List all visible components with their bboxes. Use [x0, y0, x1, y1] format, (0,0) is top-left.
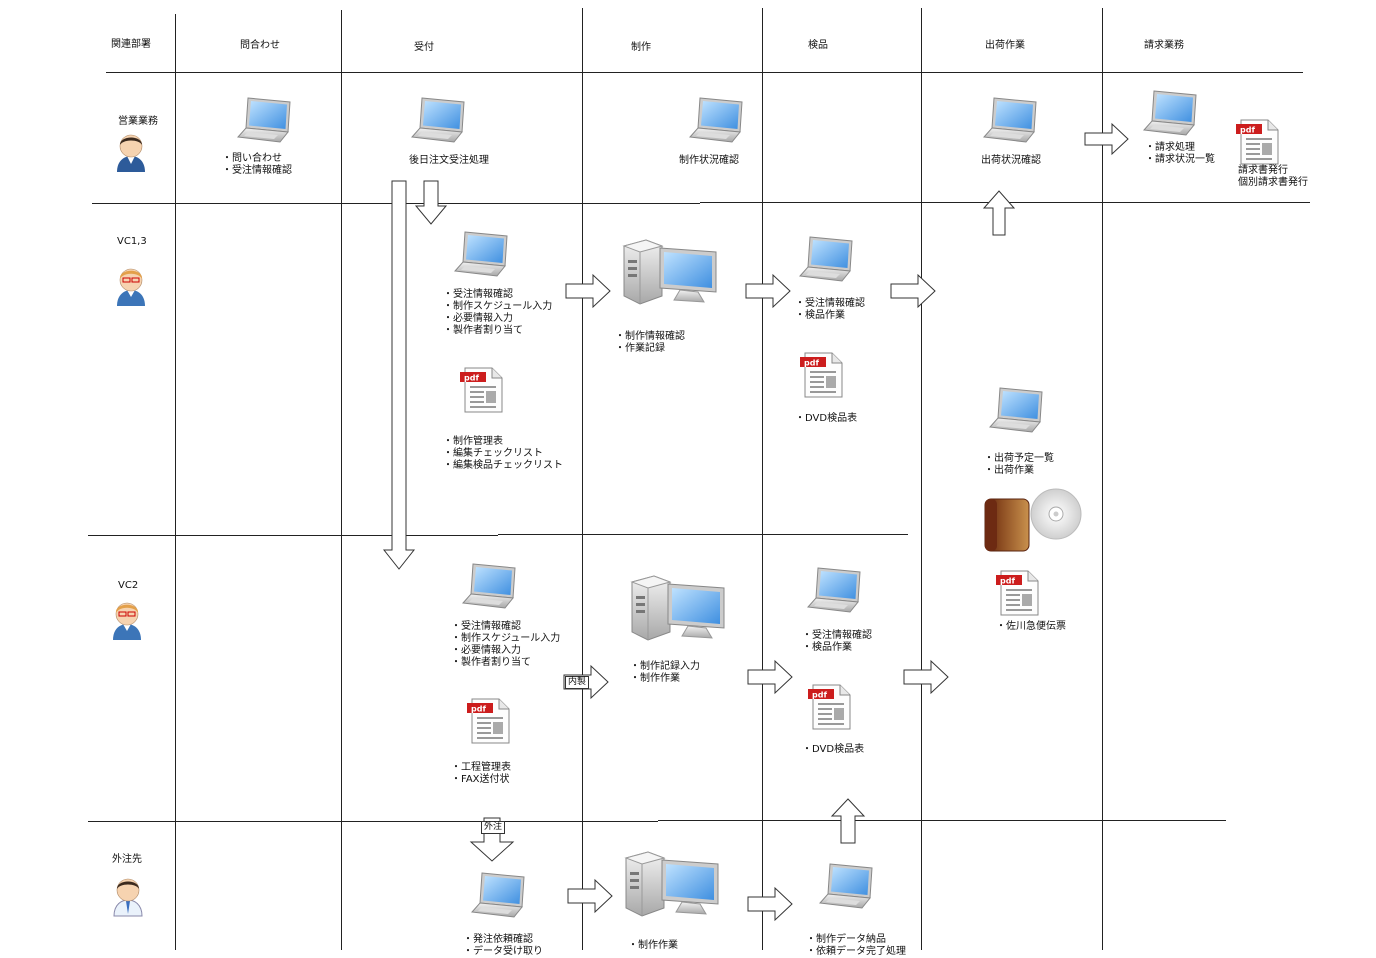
outsource-production-line-1: ・制作作業 [628, 940, 678, 951]
sales-inquiry-line-2: ・受注情報確認 [222, 165, 292, 176]
svg-text:pdf: pdf [812, 691, 827, 700]
inhouse-tag: 内製 [565, 676, 590, 689]
flow-arrow-icon [890, 273, 936, 309]
vc13-production-line-1: ・制作情報確認 [615, 331, 685, 342]
vc2-reception-line-1: ・受注情報確認 [451, 621, 521, 632]
vc2-production-line-2: ・制作作業 [630, 673, 680, 684]
vc13-production-line-2: ・作業記録 [615, 343, 665, 354]
flow-arrow-icon [745, 273, 791, 309]
vc13-reception-line-2: ・制作スケジュール入力 [443, 301, 553, 312]
svg-text:pdf: pdf [1240, 126, 1255, 135]
row-label-outsource: 外注先 [112, 854, 142, 865]
flow-arrow-icon [747, 886, 793, 922]
sales-reception-label: 後日注文受注処理 [409, 155, 489, 166]
sales-production-label: 制作状況確認 [679, 155, 739, 166]
column-header-inquiry: 問合わせ [240, 40, 280, 51]
vc2-reception-line-3: ・必要情報入力 [451, 645, 521, 656]
vc13-shipping-line-1: ・出荷予定一覧 [984, 453, 1054, 464]
vc13-reception-line-3: ・必要情報入力 [443, 313, 513, 324]
vc13-inspection-line-1: ・受注情報確認 [795, 298, 865, 309]
vc13-inspection-line-2: ・検品作業 [795, 310, 845, 321]
svg-text:pdf: pdf [1000, 577, 1015, 586]
vc2-reception-doc-line-2: ・FAX送付状 [451, 774, 510, 785]
vc2-inspection-doc: ・DVD検品表 [802, 744, 865, 755]
dvd-disc-icon [1030, 488, 1082, 540]
vc13-inspection-doc: ・DVD検品表 [795, 413, 858, 424]
column-header-shipping: 出荷作業 [985, 40, 1025, 51]
sales-billing-line-2: ・請求状況一覧 [1145, 154, 1215, 165]
row-label-vc13: VC1,3 [117, 236, 147, 247]
binder-icon [984, 498, 1030, 552]
svg-text:pdf: pdf [471, 705, 486, 714]
row-label-sales: 営業業務 [118, 116, 158, 127]
row-label-vc2: VC2 [118, 580, 139, 591]
vc13-reception-doc-line-3: ・編集検品チェックリスト [443, 460, 563, 471]
flow-arrow-icon [830, 798, 866, 844]
flow-arrow-icon [414, 180, 448, 225]
vc13-reception-doc-line-1: ・制作管理表 [443, 436, 503, 447]
flow-arrow-icon [567, 878, 613, 914]
sales-billing-doc-line-1: 請求書発行 [1238, 165, 1288, 176]
vc2-inspection-line-1: ・受注情報確認 [802, 630, 872, 641]
outsource-tag: 外注 [481, 821, 506, 834]
svg-text:pdf: pdf [804, 359, 819, 368]
svg-text:pdf: pdf [464, 374, 479, 383]
sales-billing-line-1: ・請求処理 [1145, 142, 1195, 153]
pdf-document-icon: pdf [467, 697, 511, 745]
column-header-production: 制作 [631, 42, 651, 53]
flow-arrow-icon [565, 273, 611, 309]
vc2-reception-line-2: ・制作スケジュール入力 [451, 633, 561, 644]
vc2-inspection-line-2: ・検品作業 [802, 642, 852, 653]
vc2-reception-line-4: ・製作者割り当て [451, 657, 531, 668]
column-header-billing: 請求業務 [1144, 40, 1184, 51]
vc13-shipping-line-2: ・出荷作業 [984, 465, 1034, 476]
column-header-reception: 受付 [414, 42, 434, 53]
vc13-reception-line-4: ・製作者割り当て [443, 325, 523, 336]
column-header-dept: 関連部署 [111, 39, 151, 50]
pdf-document-icon: pdf [1236, 118, 1280, 166]
flow-arrow-icon [982, 190, 1016, 236]
vc2-production-line-1: ・制作記録入力 [630, 661, 700, 672]
vc13-shipping-doc: ・佐川急便伝票 [996, 621, 1066, 632]
vc13-reception-line-1: ・受注情報確認 [443, 289, 513, 300]
pdf-document-icon: pdf [808, 683, 852, 731]
pdf-document-icon: pdf [996, 569, 1040, 617]
flow-arrow-icon [747, 659, 793, 695]
flow-arrow-icon [1084, 122, 1129, 156]
outsource-inspection-line-1: ・制作データ納品 [806, 934, 886, 945]
flow-arrow-icon [903, 659, 949, 695]
pdf-document-icon: pdf [800, 351, 844, 399]
vc13-reception-doc-line-2: ・編集チェックリスト [443, 448, 543, 459]
sales-billing-doc-line-2: 個別請求書発行 [1238, 177, 1308, 188]
sales-inquiry-line-1: ・問い合わせ [222, 153, 282, 164]
column-header-inspection: 検品 [808, 40, 828, 51]
pdf-document-icon: pdf [460, 366, 504, 414]
sales-shipping-label: 出荷状況確認 [981, 155, 1041, 166]
outsource-reception-line-1: ・発注依頼確認 [463, 934, 533, 945]
flow-arrow-icon [382, 180, 416, 570]
vc2-reception-doc-line-1: ・工程管理表 [451, 762, 511, 773]
